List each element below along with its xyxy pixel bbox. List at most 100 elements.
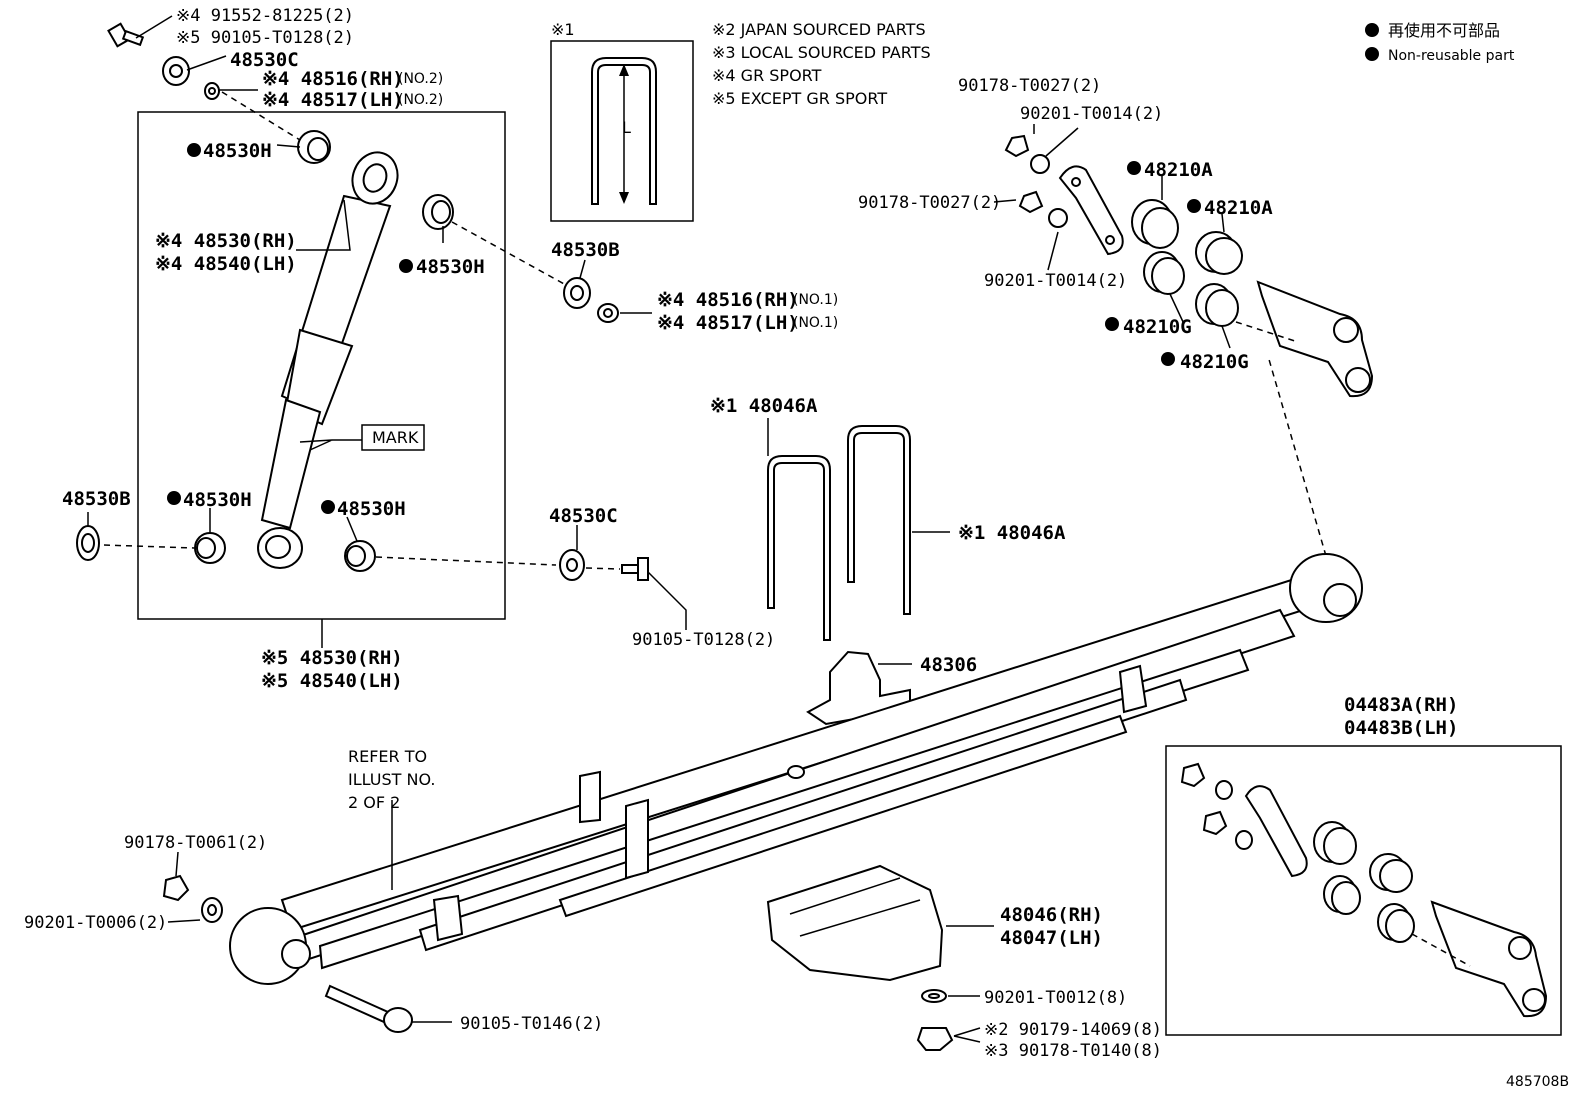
bushing-48530h-top	[297, 130, 331, 164]
washer-48516-no2	[204, 82, 220, 100]
label-48530h-a: 48530H	[203, 140, 272, 162]
washer-48530c-top	[162, 56, 190, 86]
label-90105-t0128-mid: 90105-T0128(2)	[632, 630, 775, 650]
label-48210g-b: 48210G	[1180, 351, 1249, 373]
u-bolt-48046a-a	[767, 455, 831, 641]
label-48517-no2: ※4 48517(LH)	[262, 89, 404, 111]
label-48530h-c: 48530H	[183, 489, 252, 511]
label-48530c-mid: 48530C	[549, 505, 618, 527]
label-90179-14069: ※2 90179-14069(8)	[984, 1020, 1162, 1040]
label-90178-t0061: 90178-T0061(2)	[124, 833, 267, 853]
nonreusable-dot	[1161, 352, 1175, 366]
legend-note-2: ※2 JAPAN SOURCED PARTS	[712, 20, 926, 39]
bushing-48530h-lower-left	[194, 532, 226, 564]
label-48530-rh-ex: ※5 48530(RH)	[261, 647, 403, 669]
shackle-kit-box	[1165, 745, 1562, 1036]
nonreusable-dot	[321, 500, 335, 514]
label-90178-t0140: ※3 90178-T0140(8)	[984, 1041, 1162, 1061]
label-91552-81225: ※4 91552-81225(2)	[176, 6, 354, 26]
label-48517-no1: ※4 48517(LH)	[657, 312, 799, 334]
dashed-guide	[375, 556, 557, 566]
nonreusable-dot	[1127, 161, 1141, 175]
label-48210a-a: 48210A	[1144, 159, 1213, 181]
label-48516-no1: ※4 48516(RH)	[657, 289, 799, 311]
u-bolt-dimension-drawing	[591, 57, 657, 205]
dashed-guide	[1411, 933, 1471, 967]
shackle-parts-top	[1004, 134, 1374, 398]
label-48517-no1-suffix: (NO.1)	[793, 315, 838, 331]
label-48540-lh: ※4 48540(LH)	[155, 253, 297, 275]
label-48046a-b: ※1 48046A	[958, 522, 1066, 544]
leaf-spring	[229, 553, 1363, 985]
label-90201-t0014-a: 90201-T0014(2)	[1020, 104, 1163, 124]
bushing-48530h-right	[422, 194, 454, 230]
label-90105-t0146: 90105-T0146(2)	[460, 1014, 603, 1034]
label-48046a-a: ※1 48046A	[710, 395, 818, 417]
label-48530b-left: 48530B	[62, 488, 131, 510]
washer-48530b-mid	[563, 277, 591, 309]
nut-90179-14069	[916, 1027, 954, 1051]
label-90201-t0014-b: 90201-T0014(2)	[984, 271, 1127, 291]
label-04483b-lh: 04483B(LH)	[1344, 717, 1458, 739]
label-04483a-rh: 04483A(RH)	[1344, 694, 1458, 716]
label-refer-to-3: 2 OF 2	[348, 793, 400, 812]
dashed-guide	[585, 567, 621, 570]
label-48540-lh-ex: ※5 48540(LH)	[261, 670, 403, 692]
label-90201-t0006: 90201-T0006(2)	[24, 913, 167, 933]
label-48047-lh: 48047(LH)	[1000, 927, 1103, 949]
label-mark: MARK	[372, 428, 419, 447]
nonreusable-legend-dot	[1365, 23, 1379, 37]
label-48516-no2: ※4 48516(RH)	[262, 68, 404, 90]
legend-note-3: ※3 LOCAL SOURCED PARTS	[712, 43, 931, 62]
dashed-guide	[103, 544, 195, 549]
legend-note-5: ※5 EXCEPT GR SPORT	[712, 89, 887, 108]
nonreusable-dot	[399, 259, 413, 273]
label-48046-rh: 48046(RH)	[1000, 904, 1103, 926]
label-90105-t0128-top: ※5 90105-T0128(2)	[176, 28, 354, 48]
washer-48530b-left	[76, 525, 100, 561]
bolt-90105-t0128-mid	[621, 557, 649, 581]
shock-absorber-drawing	[257, 151, 399, 569]
label-note-1: ※1	[551, 20, 575, 39]
nonreusable-dot	[1105, 317, 1119, 331]
legend-note-4: ※4 GR SPORT	[712, 66, 822, 85]
label-48210a-b: 48210A	[1204, 197, 1273, 219]
label-refer-to-2: ILLUST NO.	[348, 770, 435, 789]
bolt-91552-top	[107, 22, 145, 48]
legend-nonreusable-en: Non-reusable part	[1388, 48, 1515, 64]
label-48306: 48306	[920, 654, 977, 676]
nonreusable-dot	[1187, 199, 1201, 213]
label-48516-no2-suffix: (NO.2)	[398, 71, 443, 87]
label-48530h-b: 48530H	[416, 256, 485, 278]
label-48517-no2-suffix: (NO.2)	[398, 92, 443, 108]
nut-90178-t0061	[162, 874, 190, 902]
u-bolt-48046a-b	[847, 425, 911, 615]
mark-callout-box	[361, 424, 425, 451]
label-48530b-mid: 48530B	[551, 239, 620, 261]
label-illustration-number: 485708B	[1506, 1074, 1569, 1090]
bushing-48530h-lower-right	[344, 540, 376, 572]
washer-48530c-mid	[559, 549, 585, 581]
dashed-guide	[1267, 355, 1327, 557]
label-48530-rh: ※4 48530(RH)	[155, 230, 297, 252]
washer-90201-t0006	[201, 897, 223, 923]
legend-nonreusable-jp: 再使用不可部品	[1388, 21, 1500, 40]
label-refer-to-1: REFER TO	[348, 747, 427, 766]
label-48516-no1-suffix: (NO.1)	[793, 292, 838, 308]
dashed-guide	[221, 91, 301, 141]
label-90178-t0027-a: 90178-T0027(2)	[958, 76, 1101, 96]
bolt-90105-t0146	[324, 984, 413, 1033]
label-dimension-l: L	[622, 118, 631, 137]
label-90201-t0012: 90201-T0012(8)	[984, 988, 1127, 1008]
u-bolt-dimension-box	[550, 40, 694, 222]
washer-48516-no1	[597, 303, 619, 323]
nonreusable-dot	[167, 491, 181, 505]
label-90178-t0027-b: 90178-T0027(2)	[858, 193, 1001, 213]
shackle-kit-parts	[1180, 762, 1548, 1018]
nonreusable-dot	[187, 143, 201, 157]
label-48530h-d: 48530H	[337, 498, 406, 520]
washer-90201-t0012	[921, 989, 947, 1003]
label-48530c-top: 48530C	[230, 49, 299, 71]
